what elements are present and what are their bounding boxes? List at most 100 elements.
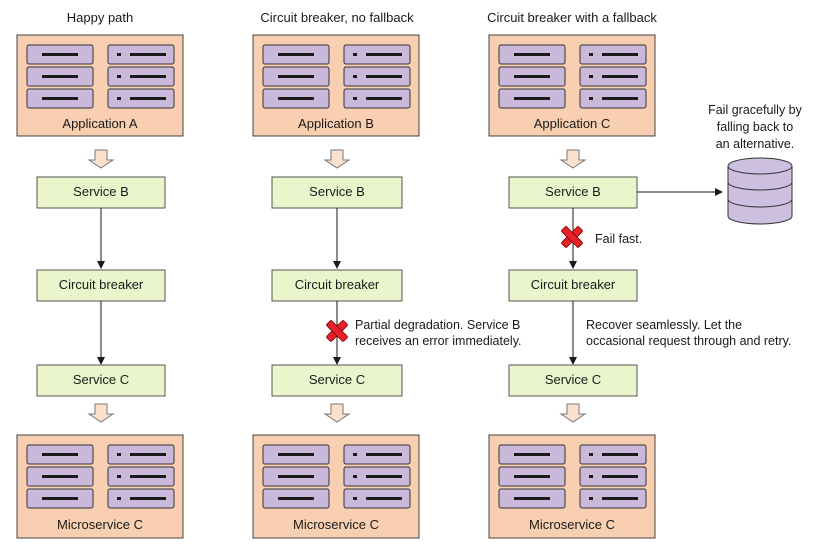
down-arrow-icon xyxy=(323,403,351,423)
slot-led xyxy=(589,97,593,100)
slot-bar xyxy=(602,453,638,456)
slot-bar xyxy=(130,453,166,456)
fallback-note-line3: an alternative. xyxy=(715,137,795,151)
slot-led xyxy=(117,75,121,78)
slot-led xyxy=(117,475,121,478)
slot-bar xyxy=(130,497,166,500)
slot-bar xyxy=(366,97,402,100)
slot-bar xyxy=(278,497,314,500)
slot-led xyxy=(353,97,357,100)
server-rack-icon xyxy=(262,44,411,109)
down-arrow-icon xyxy=(559,403,587,423)
slot-led xyxy=(353,497,357,500)
slot-led xyxy=(117,53,121,56)
microservice-c-label-col2: Microservice C xyxy=(293,517,379,532)
slot-led xyxy=(589,53,593,56)
slot-bar xyxy=(514,97,550,100)
partial-degradation-note-line2: receives an error immediately. xyxy=(355,334,522,348)
circuit-breaker-label-col1: Circuit breaker xyxy=(58,277,144,292)
slot-led xyxy=(353,53,357,56)
failure-x-icon xyxy=(561,226,583,248)
slot-bar xyxy=(278,97,314,100)
column-title-with-fallback: Circuit breaker with a fallback xyxy=(487,10,657,25)
database-body xyxy=(727,166,793,225)
circuit-breaker-box-col3 xyxy=(508,269,638,302)
fallback-note-line1: Fail gracefully by xyxy=(708,103,802,117)
slot-bar xyxy=(514,453,550,456)
slot-bar xyxy=(602,497,638,500)
slot-bar xyxy=(514,75,550,78)
server-rack-icon xyxy=(26,44,175,109)
slot-bar xyxy=(278,75,314,78)
column-title-happy-path: Happy path xyxy=(66,10,134,25)
slot-bar xyxy=(366,497,402,500)
application-box-col2 xyxy=(252,34,420,137)
slot-bar xyxy=(42,75,78,78)
slot-bar xyxy=(514,53,550,56)
column-title-no-fallback: Circuit breaker, no fallback xyxy=(260,10,414,25)
server-rack-icon xyxy=(498,444,647,509)
service-b-label-col1: Service B xyxy=(73,184,129,199)
slot-bar xyxy=(42,453,78,456)
microservice-box-col1 xyxy=(16,434,184,539)
slot-bar xyxy=(130,475,166,478)
slot-bar xyxy=(514,497,550,500)
circuit-breaker-label-col3: Circuit breaker xyxy=(530,277,616,292)
recover-note-line1: Recover seamlessly. Let the xyxy=(586,318,743,332)
application-a-label: Application A xyxy=(62,116,138,131)
service-b-label-col2: Service B xyxy=(309,184,365,199)
slot-led xyxy=(589,75,593,78)
slot-led xyxy=(117,453,121,456)
slot-bar xyxy=(42,497,78,500)
microservice-c-label-col1: Microservice C xyxy=(57,517,143,532)
failure-x-icon xyxy=(326,320,348,342)
application-b-label: Application B xyxy=(298,116,374,131)
down-arrow-icon xyxy=(323,149,351,169)
slot-led xyxy=(589,453,593,456)
slot-bar xyxy=(366,75,402,78)
down-arrow-icon xyxy=(559,149,587,169)
application-box-col3 xyxy=(488,34,656,137)
application-box-col1 xyxy=(16,34,184,137)
database-icon xyxy=(727,157,793,225)
slot-bar xyxy=(366,53,402,56)
server-rack-icon xyxy=(498,44,647,109)
application-c-label: Application C xyxy=(533,116,611,131)
fallback-note-line2: falling back to xyxy=(716,120,794,134)
database-ring xyxy=(727,181,793,191)
server-rack-icon xyxy=(262,444,411,509)
slot-bar xyxy=(366,453,402,456)
slot-bar xyxy=(514,475,550,478)
slot-bar xyxy=(602,53,638,56)
slot-bar xyxy=(278,53,314,56)
service-c-box-col2 xyxy=(271,364,403,397)
microservice-box-col3 xyxy=(488,434,656,539)
database-top xyxy=(727,157,793,175)
slot-led xyxy=(589,497,593,500)
slot-led xyxy=(117,497,121,500)
microservice-box-col2 xyxy=(252,434,420,539)
service-c-label-col1: Service C xyxy=(72,372,130,387)
slot-bar xyxy=(602,475,638,478)
server-rack-icon xyxy=(26,444,175,509)
slot-bar xyxy=(602,97,638,100)
slot-bar xyxy=(278,453,314,456)
slot-bar xyxy=(130,53,166,56)
database-ring xyxy=(727,198,793,208)
failure-x-stroke xyxy=(561,226,583,248)
service-b-label-col3: Service B xyxy=(545,184,601,199)
slot-bar xyxy=(42,53,78,56)
slot-bar xyxy=(130,75,166,78)
service-c-label-col3: Service C xyxy=(544,372,602,387)
slot-led xyxy=(353,475,357,478)
fail-fast-note: Fail fast. xyxy=(595,232,643,246)
microservice-c-label-col3: Microservice C xyxy=(529,517,615,532)
service-c-box-col1 xyxy=(36,364,166,397)
slot-bar xyxy=(278,475,314,478)
service-c-label-col2: Service C xyxy=(308,372,366,387)
service-b-box-col1 xyxy=(36,176,166,209)
down-arrow-icon xyxy=(87,403,115,423)
slot-led xyxy=(353,75,357,78)
slot-bar xyxy=(42,475,78,478)
